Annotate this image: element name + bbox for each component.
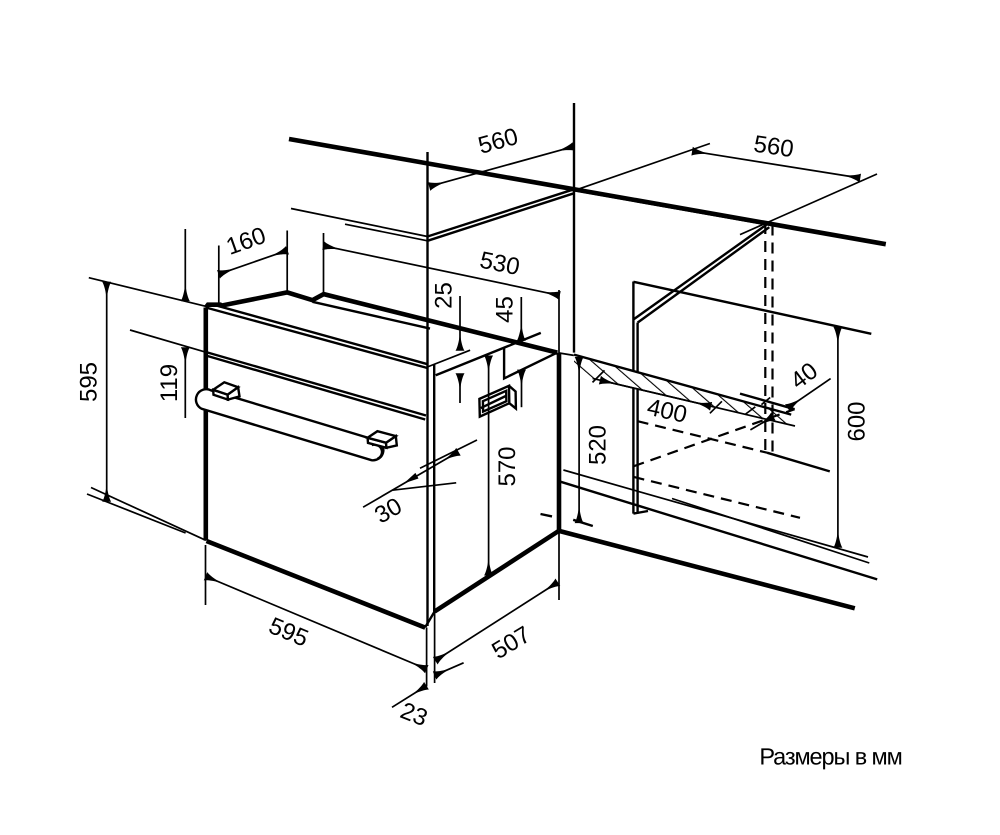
svg-text:45: 45 — [491, 296, 518, 323]
svg-text:560: 560 — [752, 131, 796, 164]
svg-text:570: 570 — [494, 446, 521, 486]
svg-text:595: 595 — [75, 362, 102, 402]
svg-text:25: 25 — [430, 282, 457, 309]
svg-text:Размеры в мм: Размеры в мм — [759, 744, 901, 770]
svg-text:119: 119 — [156, 364, 183, 402]
svg-text:520: 520 — [584, 425, 611, 465]
svg-text:600: 600 — [844, 401, 871, 441]
